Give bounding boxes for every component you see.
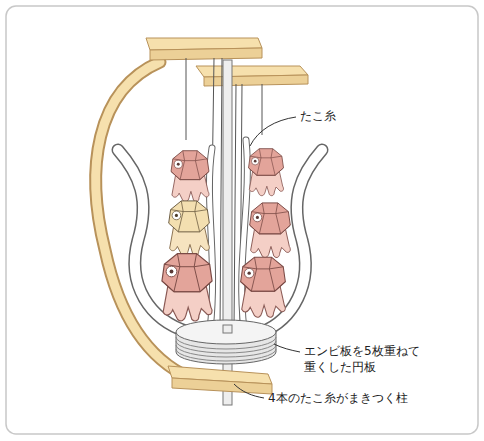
callout-label: 4本のたこ糸がまきつく柱 [268,390,408,406]
pvc-sheet [118,140,322,332]
callout-label: たこ糸 [300,108,336,124]
frame-border [6,6,478,434]
callout-label: エンビ板を5枚重ねて 重くした円板 [304,343,426,375]
leader-line [234,117,300,398]
weighted-disc [176,320,276,364]
wooden-beam [168,366,272,394]
octopus-kite [162,149,290,321]
